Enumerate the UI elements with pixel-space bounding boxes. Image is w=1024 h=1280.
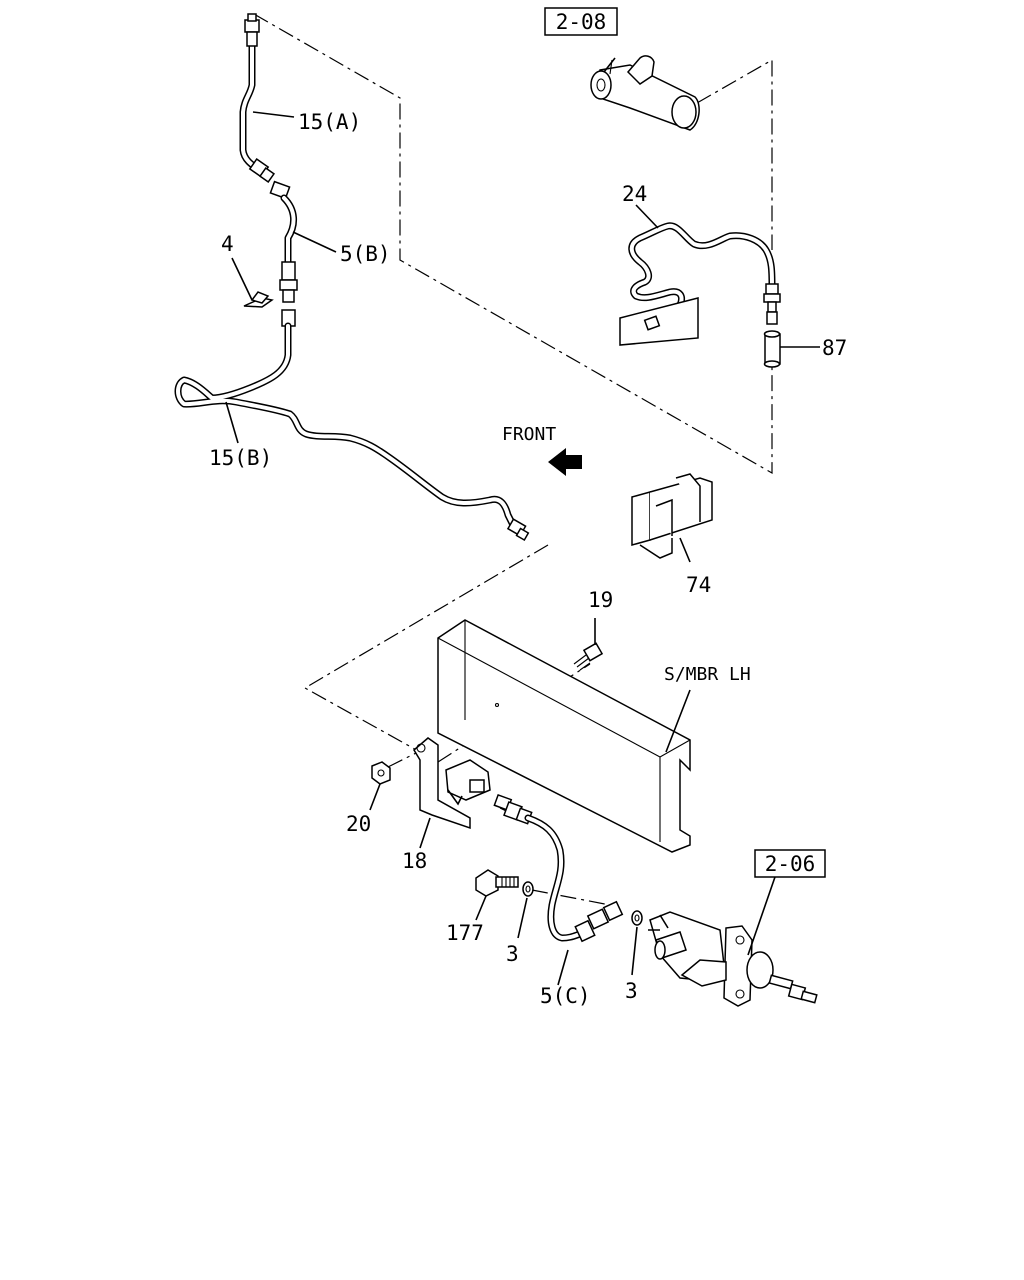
reference-box-2-08[interactable]: 2-08 (544, 7, 618, 36)
label-3-right: 3 (625, 979, 638, 1003)
label-87: 87 (822, 336, 847, 360)
label-15a: 15(A) (298, 110, 361, 134)
hose-5c (493, 793, 624, 986)
master-cylinder (590, 55, 700, 131)
label-20: 20 (346, 812, 371, 836)
label-3-left: 3 (506, 942, 519, 966)
ref-top-label: 2-08 (556, 10, 607, 34)
ref-bottom-label: 2-06 (765, 852, 816, 876)
pipe-15a (239, 13, 276, 184)
sleeve-87 (763, 330, 820, 368)
front-arrow (548, 448, 582, 476)
slave-cylinder (648, 876, 818, 1007)
label-15b: 15(B) (209, 446, 272, 470)
leader-lines (225, 111, 659, 444)
pipe-24 (619, 222, 781, 346)
washer-3-left (517, 881, 534, 939)
label-18: 18 (402, 849, 427, 873)
nut-20 (369, 761, 391, 811)
arrow-left-icon (548, 448, 582, 476)
washer-3-right (631, 910, 643, 976)
pipe-15b (174, 309, 530, 541)
label-74: 74 (686, 573, 711, 597)
side-member-lh (437, 619, 691, 853)
fitting (244, 19, 260, 33)
part-labels: 15(A) 5(B) 4 15(B) 24 87 FRONT 74 19 S/M… (209, 110, 847, 1008)
hose-5b (269, 180, 298, 303)
reference-box-2-06[interactable]: 2-06 (754, 849, 826, 878)
label-smbr-lh: S/MBR LH (664, 664, 751, 685)
label-19: 19 (588, 588, 613, 612)
clip-4 (243, 291, 274, 308)
bolt-177 (475, 869, 519, 921)
label-177: 177 (446, 921, 484, 945)
bracket-18 (413, 737, 491, 849)
label-4: 4 (221, 232, 234, 256)
label-24: 24 (622, 182, 647, 206)
clip-74 (631, 473, 713, 563)
label-front: FRONT (502, 424, 556, 445)
label-5c: 5(C) (540, 984, 591, 1008)
label-5b: 5(B) (340, 242, 391, 266)
bolt-19 (573, 618, 604, 671)
